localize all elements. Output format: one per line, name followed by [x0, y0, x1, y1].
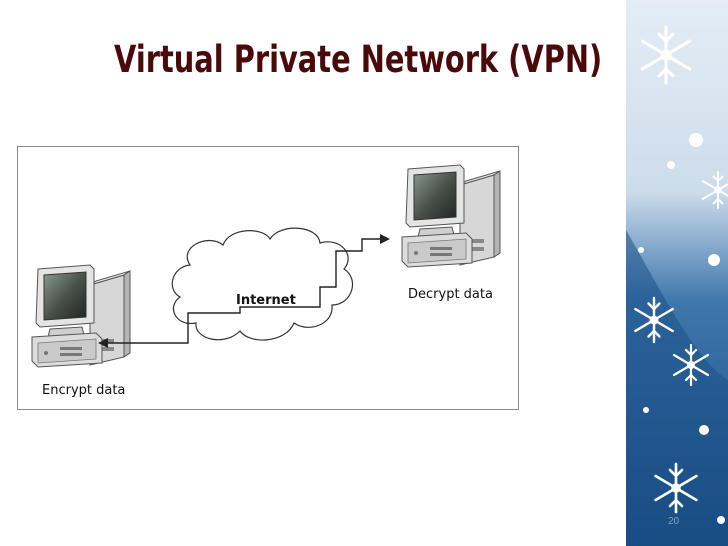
- cloud-label: Internet: [236, 293, 296, 308]
- computer-icon: [31, 264, 131, 368]
- right-computer-label: Decrypt data: [408, 287, 493, 302]
- page-number: 20: [668, 516, 680, 527]
- arrow-head: [98, 338, 108, 348]
- cloud-icon: [171, 227, 354, 341]
- connection-line: [102, 238, 384, 344]
- left-computer-label: Encrypt data: [42, 383, 126, 398]
- slide-title: Virtual Private Network (VPN): [114, 38, 603, 81]
- arrow-head: [380, 234, 390, 244]
- computer-icon: [401, 164, 501, 268]
- vpn-diagram: Encrypt data Internet Decrypt data: [17, 146, 519, 410]
- decorative-side-panel: [626, 0, 728, 546]
